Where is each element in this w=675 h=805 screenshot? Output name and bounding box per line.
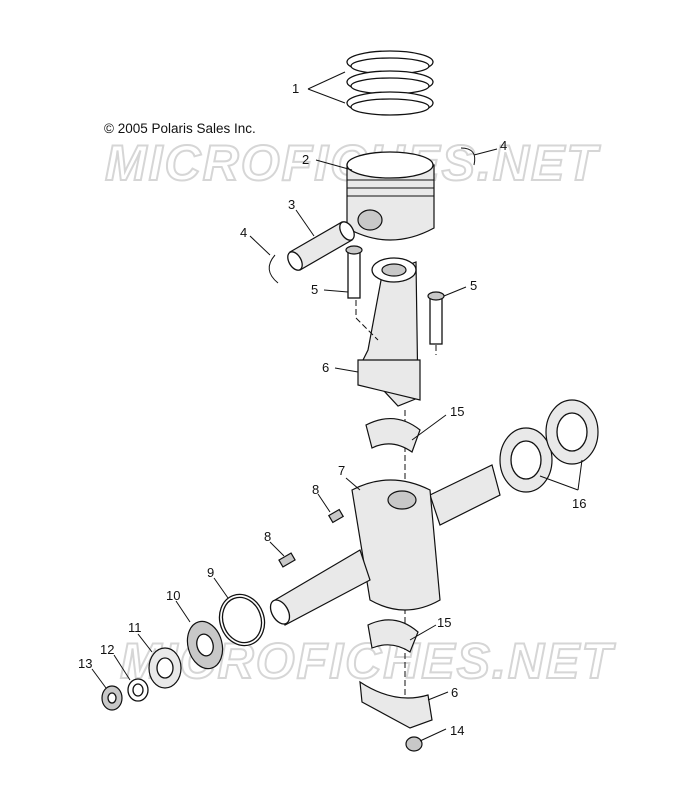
main-bearing-2 bbox=[545, 399, 599, 465]
callout-6-upper: 6 bbox=[322, 360, 329, 375]
copyright-notice: © 2005 Polaris Sales Inc. bbox=[104, 121, 256, 136]
callout-6-lower: 6 bbox=[451, 685, 458, 700]
callout-5-left: 5 bbox=[311, 282, 318, 297]
callout-7: 7 bbox=[338, 463, 345, 478]
callout-5-right: 5 bbox=[470, 278, 477, 293]
callout-10: 10 bbox=[166, 588, 180, 603]
connecting-rod bbox=[357, 257, 421, 407]
callout-15-lower: 15 bbox=[437, 615, 451, 630]
rod-cap bbox=[359, 680, 433, 729]
callout-3: 3 bbox=[288, 197, 295, 212]
key-lower bbox=[278, 552, 296, 568]
rod-bearing-lower bbox=[367, 619, 419, 653]
timing-gear bbox=[186, 620, 224, 670]
piston-pin bbox=[287, 221, 355, 271]
rod-bolt-left bbox=[345, 245, 363, 299]
callout-13: 13 bbox=[78, 656, 92, 671]
callout-8-upper: 8 bbox=[312, 482, 319, 497]
rod-bearing-upper bbox=[365, 418, 421, 453]
callout-9: 9 bbox=[207, 565, 214, 580]
circlip-right bbox=[460, 147, 476, 166]
callout-4-left: 4 bbox=[240, 225, 247, 240]
callout-8-lower: 8 bbox=[264, 529, 271, 544]
main-bearing-1 bbox=[499, 427, 553, 493]
callout-16: 16 bbox=[572, 496, 586, 511]
circlip-left bbox=[268, 254, 279, 284]
piston-rings bbox=[346, 50, 434, 116]
callout-4-right: 4 bbox=[500, 138, 507, 153]
rod-bolt-right bbox=[427, 291, 445, 345]
callout-14: 14 bbox=[450, 723, 464, 738]
callout-15-upper: 15 bbox=[450, 404, 464, 419]
cap-nut bbox=[405, 736, 423, 752]
callout-2: 2 bbox=[302, 152, 309, 167]
crankshaft bbox=[269, 464, 501, 626]
key-upper bbox=[327, 508, 345, 524]
piston bbox=[346, 151, 435, 241]
callout-12: 12 bbox=[100, 642, 114, 657]
callout-1: 1 bbox=[292, 81, 299, 96]
callout-11: 11 bbox=[128, 620, 142, 635]
